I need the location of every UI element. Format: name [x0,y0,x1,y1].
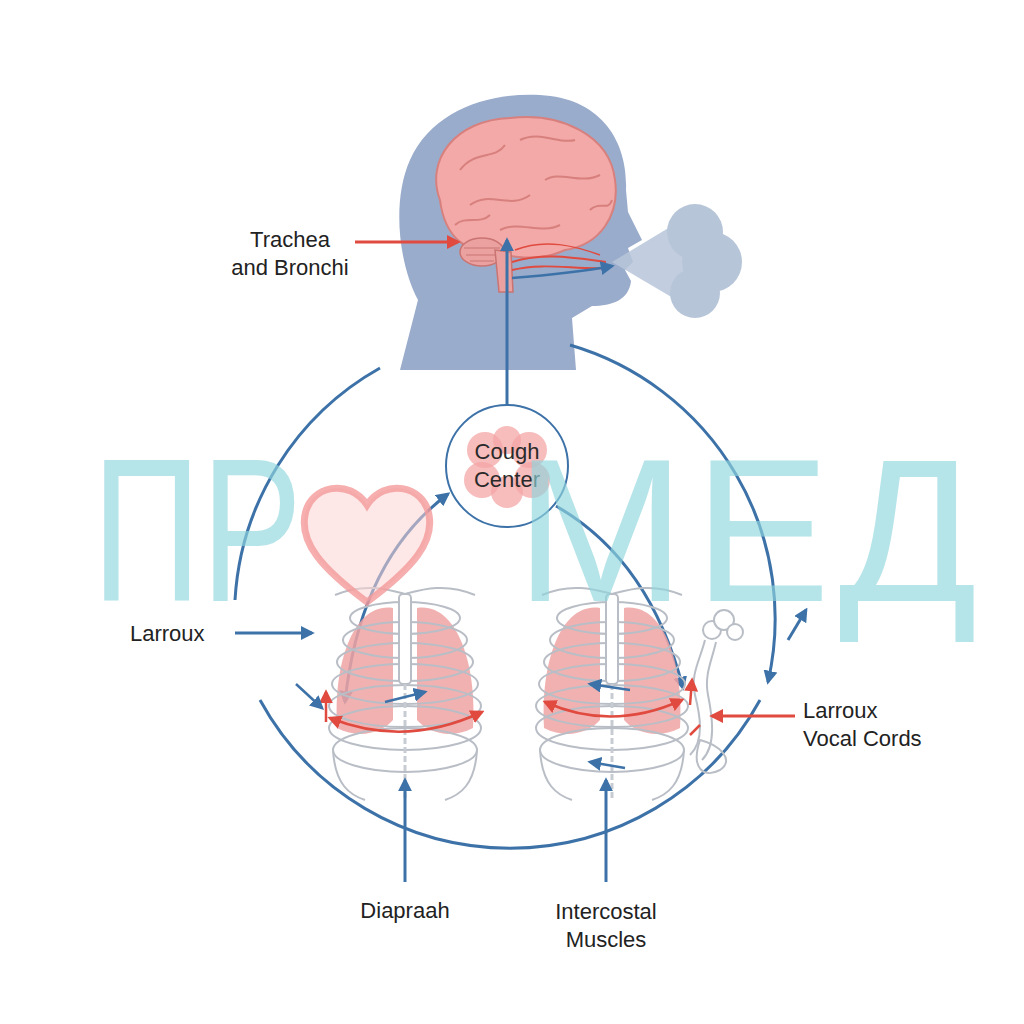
structure-label: Diapraah [345,897,465,925]
structure-label: Larroux Vocal Cords [803,697,928,753]
brain-gyri [455,136,612,230]
motion-arrow [330,712,482,732]
structure-label: Intercostal Muscles [551,898,661,954]
larynx-shape [697,740,726,773]
brainstem [495,250,513,292]
head-silhouette [399,95,642,370]
cloud-puff [670,268,720,318]
motion-arrow [590,762,625,768]
leader-arrow [404,780,407,882]
leader-arrow [712,715,795,718]
watermark-text: МЕД [515,427,985,632]
nerve-line [512,257,606,262]
leader-arrow [355,241,458,244]
brain-shape [436,117,616,258]
larynx-tube [690,640,705,755]
motion-arrow [545,700,682,717]
motion-arrow [590,684,630,690]
exhale-cloud [612,204,742,318]
motion-arrow [296,684,322,708]
ribcage [329,588,481,800]
motion-line [690,725,700,735]
leader-arrow [605,780,608,882]
motion-arrow [325,692,328,722]
structure-label: Trachea and Bronchi [230,226,350,282]
motion-arrow [385,692,425,702]
signal-arrow [506,240,509,404]
nerve-arrow [512,266,612,278]
watermark-heart [304,488,429,602]
brain [436,117,616,292]
motion-arrow [690,680,692,705]
larynx-art [690,610,743,773]
nerve-line [515,244,600,255]
watermark-text: ПР [92,427,302,632]
head-shape [399,95,642,370]
nerve-paths [512,244,612,278]
